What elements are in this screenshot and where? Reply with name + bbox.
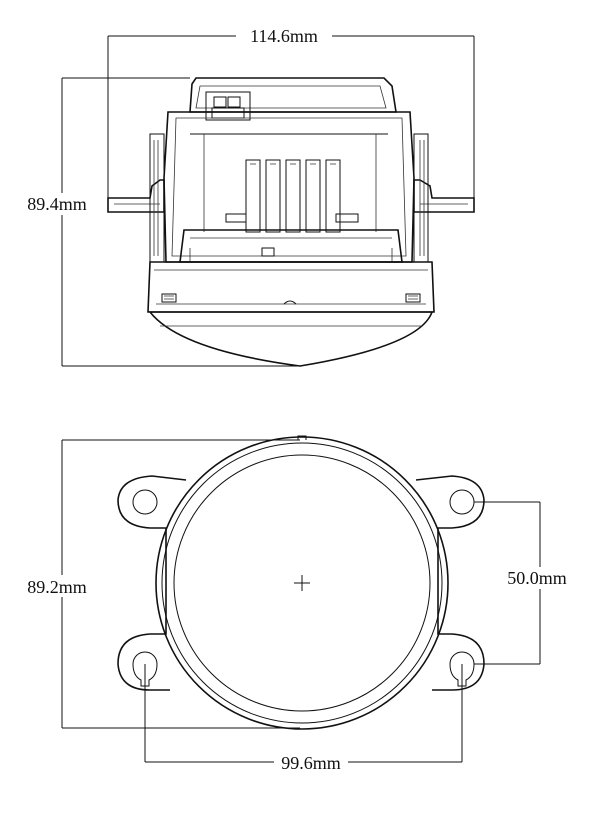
front-height-dimension: 89.2mm <box>18 439 300 729</box>
lamp-face <box>155 435 449 730</box>
lower-left-slot <box>132 651 158 687</box>
hole-horizontal-spacing-dimension: 99.6mm <box>144 664 463 774</box>
width-dimension: 114.6mm <box>107 26 475 212</box>
crosshair-icon <box>294 575 310 591</box>
mounting-holes <box>132 489 475 687</box>
hole-vertical-spacing-dimension: 50.0mm <box>474 501 574 665</box>
front-view: 89.2mm 50.0mm <box>18 435 574 774</box>
width-dimension-label: 114.6mm <box>250 26 318 46</box>
side-view: 114.6mm 89.4mm <box>18 26 475 367</box>
hole-vertical-spacing-label: 50.0mm <box>507 568 567 588</box>
heat-sink-fins <box>245 159 341 233</box>
lamp-housing-side <box>107 77 475 367</box>
front-height-dimension-label: 89.2mm <box>27 577 87 597</box>
hole-horizontal-spacing-label: 99.6mm <box>281 753 341 773</box>
lower-right-slot <box>449 651 475 687</box>
upper-right-hole <box>449 489 475 515</box>
height-dimension-label: 89.4mm <box>27 194 87 214</box>
height-dimension: 89.4mm <box>18 77 300 367</box>
upper-left-hole <box>132 489 158 515</box>
mounting-flange <box>117 475 485 691</box>
